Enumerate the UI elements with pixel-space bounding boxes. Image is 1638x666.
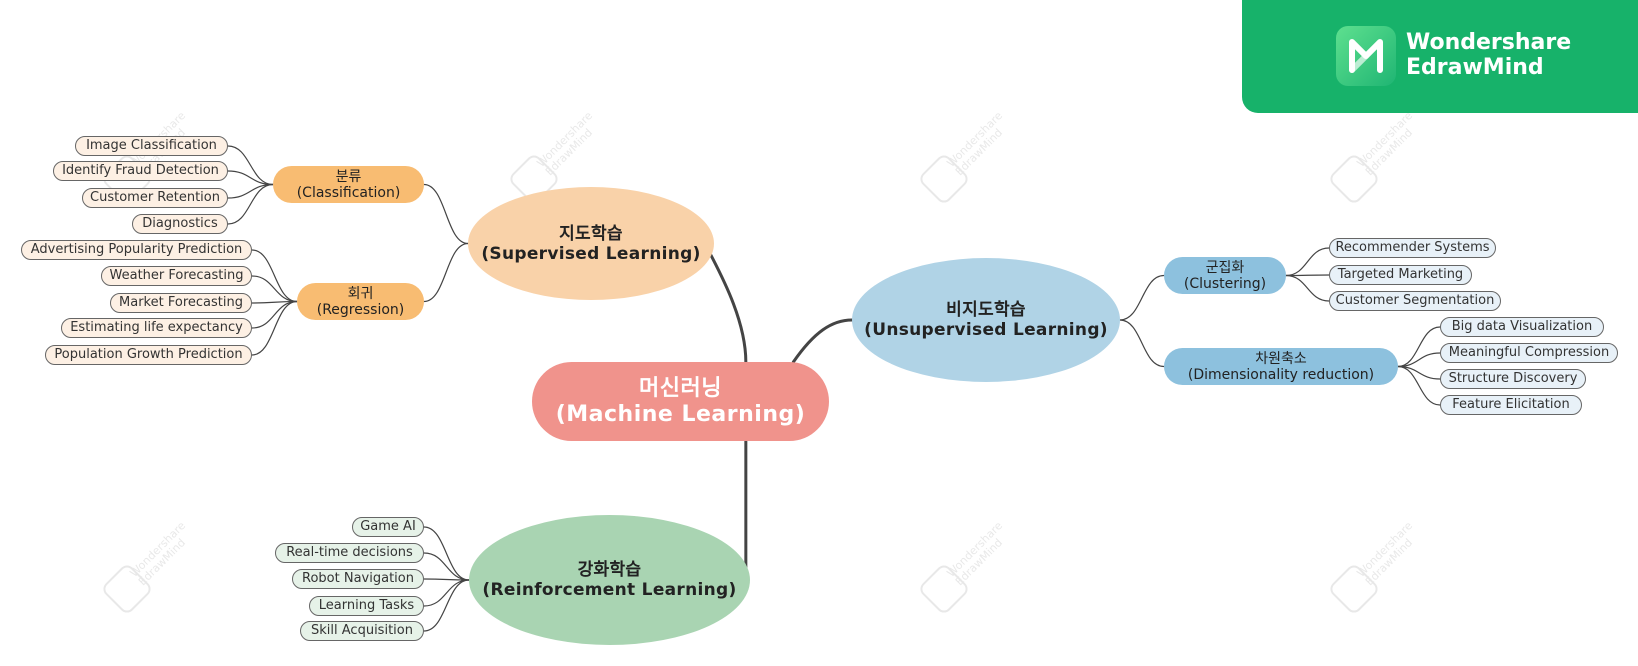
leaf-topic[interactable]: Recommender Systems <box>1329 238 1496 258</box>
root-topic-english: (Machine Learning) <box>555 401 806 427</box>
branch-label-korean: 비지도학습 <box>946 300 1026 320</box>
leaf-topic[interactable]: Identify Fraud Detection <box>53 161 228 181</box>
leaf-topic[interactable]: Population Growth Prediction <box>45 345 252 365</box>
leaf-topic[interactable]: Feature Elicitation <box>1440 395 1582 415</box>
leaf-topic[interactable]: Weather Forecasting <box>101 266 252 286</box>
connector-line <box>251 275 298 303</box>
connector-line <box>1119 319 1165 368</box>
subtopic-clustering[interactable]: 군집화 (Clustering) <box>1164 257 1286 294</box>
connector-line <box>251 300 298 329</box>
leaf-topic[interactable]: Game AI <box>352 517 424 537</box>
watermark-logo: Wondershare EdrawMind <box>1327 109 1425 206</box>
connector-line <box>423 183 469 245</box>
subtopic-regression[interactable]: 회귀 (Regression) <box>297 283 424 320</box>
watermark-logo: Wondershare EdrawMind <box>1327 519 1425 616</box>
connector-line <box>227 183 274 225</box>
connector-line <box>423 242 469 303</box>
brand-name-line2: EdrawMind <box>1406 55 1544 80</box>
watermark-logo: Wondershare EdrawMind <box>917 519 1015 616</box>
leaf-topic[interactable]: Advertising Popularity Prediction <box>21 240 252 260</box>
leaf-topic[interactable]: Targeted Marketing <box>1329 265 1472 285</box>
connector-line <box>227 145 274 186</box>
connector-line <box>251 249 298 303</box>
brand-name-line1: Wondershare <box>1406 30 1572 55</box>
branch-label-english: (Unsupervised Learning) <box>864 320 1108 340</box>
branch-label-korean: 지도학습 <box>559 223 623 244</box>
leaf-topic[interactable]: Robot Navigation <box>292 569 424 589</box>
leaf-topic[interactable]: Image Classification <box>75 136 228 156</box>
connector-line <box>227 170 274 186</box>
connector-line <box>1285 274 1330 302</box>
leaf-topic[interactable]: Customer Retention <box>82 188 228 208</box>
connector-line <box>423 579 470 607</box>
subtopic-label-korean: 분류 <box>335 168 362 185</box>
watermark-logo: Wondershare EdrawMind <box>917 109 1015 206</box>
subtopic-label-korean: 회귀 <box>347 285 374 302</box>
edrawmind-wordmark: Wondershare EdrawMind <box>1406 30 1571 80</box>
root-topic[interactable]: 머신러닝 (Machine Learning) <box>532 362 829 441</box>
branch-unsupervised-learning[interactable]: 비지도학습 (Unsupervised Learning) <box>852 258 1120 382</box>
branch-supervised-learning[interactable]: 지도학습 (Supervised Learning) <box>468 187 714 300</box>
connector-line <box>1397 326 1441 368</box>
branch-label-english: (Supervised Learning) <box>481 243 701 264</box>
connector-line <box>1119 274 1165 321</box>
leaf-topic[interactable]: Customer Segmentation <box>1329 291 1501 311</box>
subtopic-label-english: (Classification) <box>296 184 401 201</box>
connector-line <box>251 300 298 356</box>
connector-line <box>423 526 470 581</box>
connector-line <box>423 579 470 632</box>
leaf-topic[interactable]: Skill Acquisition <box>300 621 424 641</box>
connector-line <box>423 552 470 581</box>
subtopic-label-korean: 차원축소 <box>1255 350 1307 367</box>
leaf-topic[interactable]: Market Forecasting <box>110 293 252 313</box>
watermark-logo: Wondershare EdrawMind <box>100 519 198 616</box>
edrawmind-logo-icon <box>1336 26 1396 86</box>
subtopic-label-korean: 군집화 <box>1205 259 1245 276</box>
subtopic-dimensionality-reduction[interactable]: 차원축소 (Dimensionality reduction) <box>1164 348 1398 385</box>
leaf-topic[interactable]: Diagnostics <box>132 214 228 234</box>
subtopic-label-english: (Regression) <box>316 301 405 318</box>
subtopic-label-english: (Dimensionality reduction) <box>1187 366 1375 383</box>
subtopic-classification[interactable]: 분류 (Classification) <box>273 166 424 203</box>
leaf-topic[interactable]: Estimating life expectancy <box>61 318 252 338</box>
connector-line <box>1397 365 1441 406</box>
branch-label-korean: 강화학습 <box>577 560 642 580</box>
connector-line <box>1285 247 1330 277</box>
branch-label-english: (Reinforcement Learning) <box>482 580 737 600</box>
leaf-topic[interactable]: Structure Discovery <box>1440 369 1586 389</box>
connector-line <box>704 241 748 364</box>
connector-line <box>791 318 854 364</box>
branch-reinforcement-learning[interactable]: 강화학습 (Reinforcement Learning) <box>469 515 750 645</box>
root-topic-korean: 머신러닝 <box>639 375 722 401</box>
leaf-topic[interactable]: Learning Tasks <box>309 596 424 616</box>
connector-line <box>1285 274 1330 277</box>
leaf-topic[interactable]: Real-time decisions <box>275 543 424 563</box>
leaf-topic[interactable]: Big data Visualization <box>1440 317 1604 337</box>
connector-line <box>1397 352 1441 368</box>
leaf-topic[interactable]: Meaningful Compression <box>1440 343 1618 363</box>
edrawmind-brand-panel: Wondershare EdrawMind <box>1242 0 1638 113</box>
subtopic-label-english: (Clustering) <box>1183 275 1267 292</box>
